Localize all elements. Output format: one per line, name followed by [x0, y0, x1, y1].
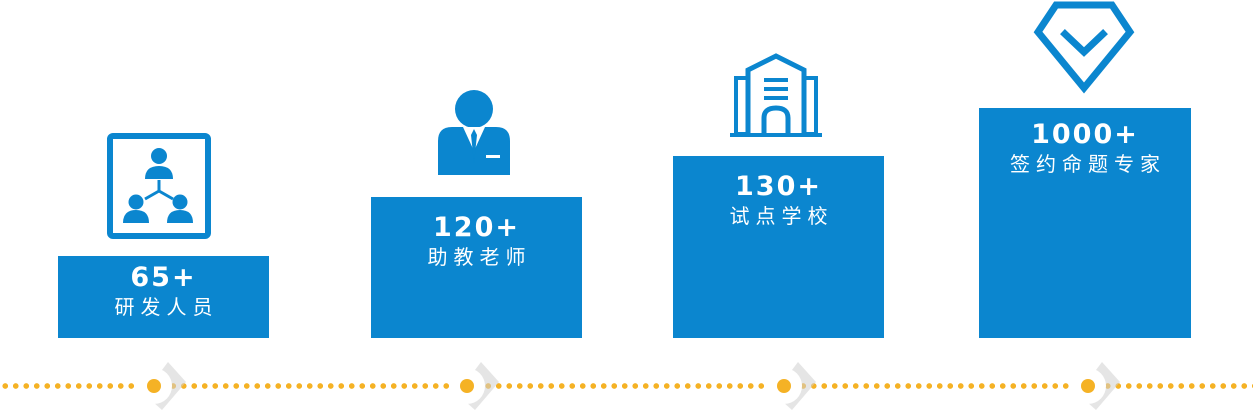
- timeline-node: [449, 362, 499, 410]
- teacher-icon: [438, 90, 510, 175]
- stat-card-teaching-assistants: 120+ 助教老师: [371, 197, 582, 338]
- stat-number: 1000+: [1031, 119, 1139, 150]
- stat-number: 130+: [735, 171, 822, 202]
- school-building-icon: [730, 53, 822, 137]
- stat-card-researchers: 65+ 研发人员: [58, 256, 269, 338]
- timeline-node: [1070, 362, 1120, 410]
- timeline-node: [136, 362, 186, 410]
- stat-label: 签约命题专家: [1010, 152, 1166, 176]
- stat-label: 研发人员: [114, 295, 219, 319]
- timeline-dotted-line: [0, 383, 1253, 389]
- stat-card-pilot-schools: 130+ 试点学校: [673, 156, 884, 338]
- team-icon: [107, 133, 211, 239]
- timeline-node: [766, 362, 816, 410]
- stat-card-experts: 1000+ 签约命题专家: [979, 108, 1191, 338]
- stat-number: 120+: [433, 212, 520, 243]
- diamond-check-icon: [1033, 1, 1135, 94]
- stat-number: 65+: [130, 262, 197, 293]
- stat-label: 助教老师: [427, 245, 532, 269]
- stat-label: 试点学校: [729, 204, 834, 228]
